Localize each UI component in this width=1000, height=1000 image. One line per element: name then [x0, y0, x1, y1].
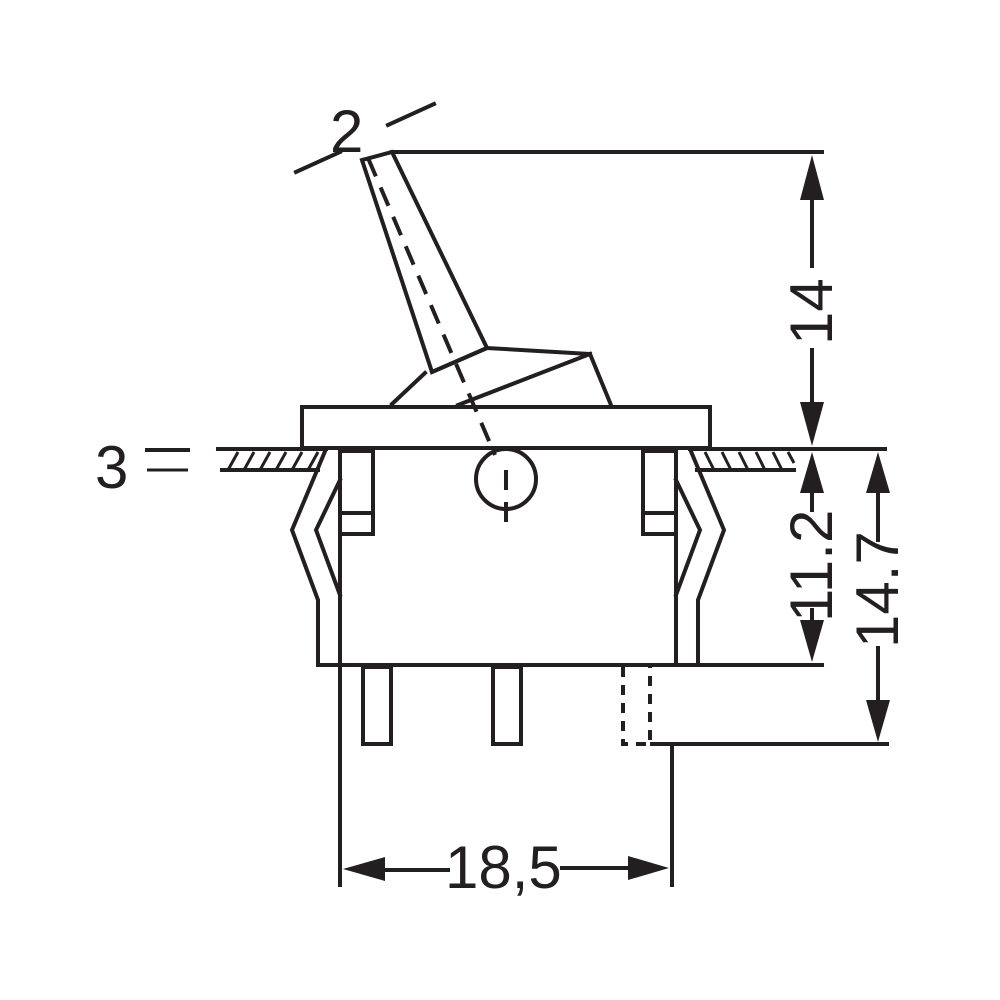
mounting-panel — [216, 447, 824, 472]
switch-body — [316, 447, 700, 667]
total-depth-dimension: 14.7 — [650, 447, 911, 746]
body-height-label: 11.2 — [778, 510, 845, 622]
bezel-flange — [300, 405, 712, 450]
body-height-dimension: 11.2 — [676, 452, 845, 667]
total-depth-label: 14.7 — [844, 531, 911, 648]
terminal-pins — [361, 665, 652, 746]
body-width-label: 18,5 — [445, 834, 562, 901]
lever-height-label: 14 — [778, 278, 845, 345]
panel-thickness-dimension: 3 — [95, 434, 190, 501]
lever-height-dimension: 14 — [778, 155, 845, 446]
lever-angle-label: 2 — [330, 98, 363, 165]
panel-thickness-label: 3 — [95, 434, 128, 501]
toggle-lever — [359, 149, 614, 456]
lever-angle-dimension: 2 — [293, 98, 437, 175]
snap-clips — [289, 446, 727, 667]
body-width-dimension: 18,5 — [338, 665, 674, 901]
